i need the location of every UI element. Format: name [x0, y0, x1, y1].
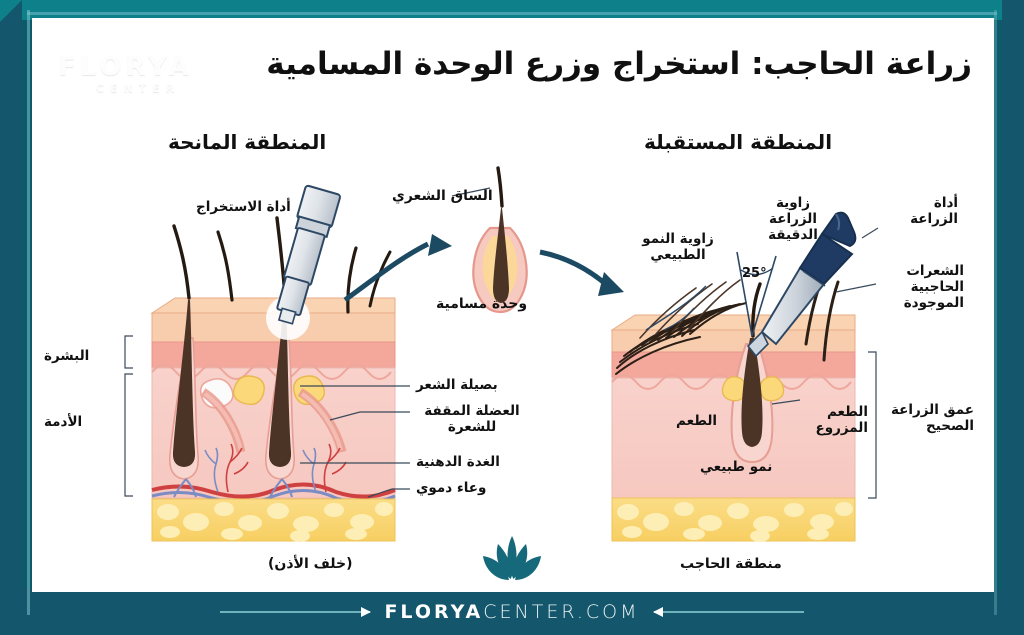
footer-arrow-right [652, 606, 804, 617]
frame-top-border [0, 0, 1024, 20]
frame-inner-line-top [27, 12, 997, 15]
label-graft: الطعم [676, 413, 718, 429]
label-existing-eyebrow-hairs: الشعرات الحاجبية الموجودة [903, 263, 964, 311]
watermark-brand-name: FLORYA [58, 52, 193, 82]
page-title: زراعة الحاجب: استخراج وزرع الوحدة المسام… [266, 46, 972, 82]
label-correct-implant-depth: عمق الزراعة الصحيح [890, 402, 974, 434]
caption-recipient-area: منطقة الحاجب [680, 556, 782, 572]
frame-inner-line-left [27, 10, 30, 615]
caption-donor-area: (خلف الأذن) [268, 556, 353, 572]
label-implant-angle: زاوية الزراعة الدقيقة [768, 195, 818, 243]
label-blood-vessel: وعاء دموي [416, 480, 487, 496]
label-angle-value: 25° [742, 266, 767, 281]
label-extraction-tool: أداة الاستخراج [196, 199, 291, 215]
label-hair-follicle: بصيلة الشعر [416, 377, 498, 393]
label-implanter-tool: أداة الزراعة [910, 195, 958, 227]
label-natural-growth-angle: زاوية النمو الطبيعي [642, 231, 714, 263]
footer-brand: FLORYA [384, 600, 484, 623]
label-dermis: الأدمة [44, 414, 83, 430]
label-arrector-pili-muscle: العضلة المقفة للشعرة [424, 403, 520, 435]
footer-arrow-left [220, 606, 372, 617]
label-epidermis: البشرة [44, 348, 90, 364]
label-implanted-graft: الطعم المزروع [815, 404, 868, 436]
frame-bottom-border [0, 588, 1024, 635]
donor-area-heading: المنطقة المانحة [168, 130, 327, 154]
frame-right-border [1002, 0, 1024, 635]
label-natural-growth: نمو طبيعي [700, 459, 773, 475]
footer-bar: FLORYACENTER.COM [0, 588, 1024, 635]
recipient-area-heading: المنطقة المستقبلة [644, 130, 833, 154]
watermark-brand-sub: CENTER [95, 82, 181, 95]
label-hair-shaft: الساق الشعري [392, 188, 493, 204]
label-follicular-unit: وحدة مسامية [436, 296, 528, 312]
label-sebaceous-gland: الغدة الدهنية [416, 454, 500, 470]
watermark-logo: FLORYA CENTER [58, 52, 218, 95]
frame-inner-line-right [994, 10, 997, 615]
frame-corner-accent [0, 0, 22, 22]
footer-website[interactable]: FLORYACENTER.COM [384, 601, 639, 623]
footer-domain: CENTER.COM [483, 600, 640, 623]
frame-left-border [0, 0, 22, 635]
florya-leaf-logo [483, 536, 541, 580]
